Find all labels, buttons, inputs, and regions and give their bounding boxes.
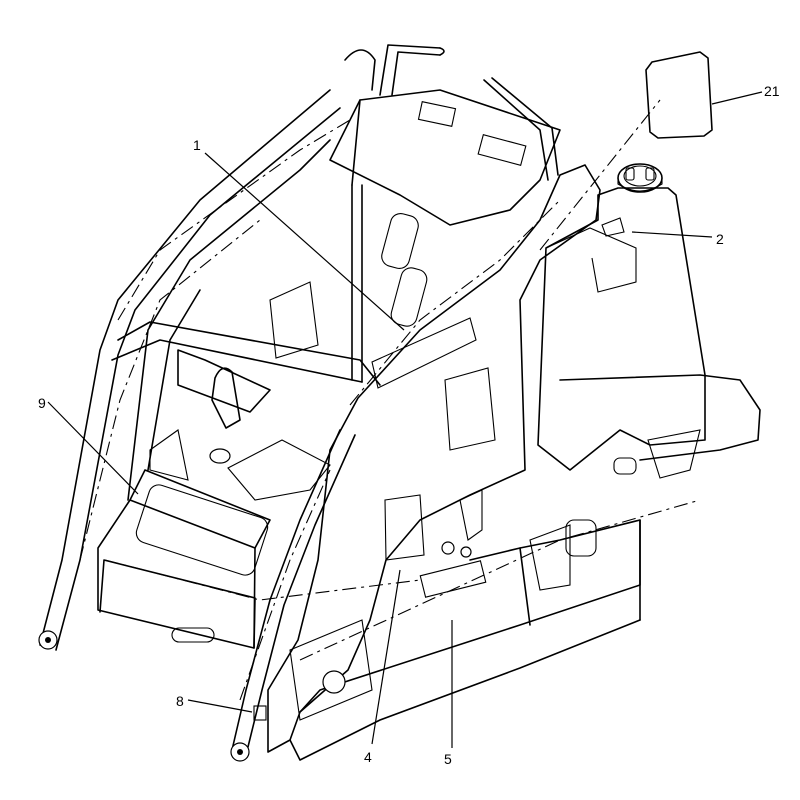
callout-1: 1 [193, 137, 201, 153]
filler-cap [617, 163, 663, 193]
callout-2: 2 [716, 231, 724, 247]
leader-lines [47, 91, 763, 748]
callout-8: 8 [176, 693, 184, 709]
callout-21: 21 [764, 83, 780, 99]
part-8-tag [253, 705, 267, 721]
callout-9: 9 [38, 395, 46, 411]
callout-4: 4 [364, 749, 372, 765]
fuel-tank [537, 187, 706, 471]
callout-5: 5 [444, 751, 452, 767]
alignment-lines [79, 99, 701, 701]
lift-arms [38, 89, 356, 762]
decal-21-part [645, 51, 713, 139]
main-frame [97, 44, 761, 761]
